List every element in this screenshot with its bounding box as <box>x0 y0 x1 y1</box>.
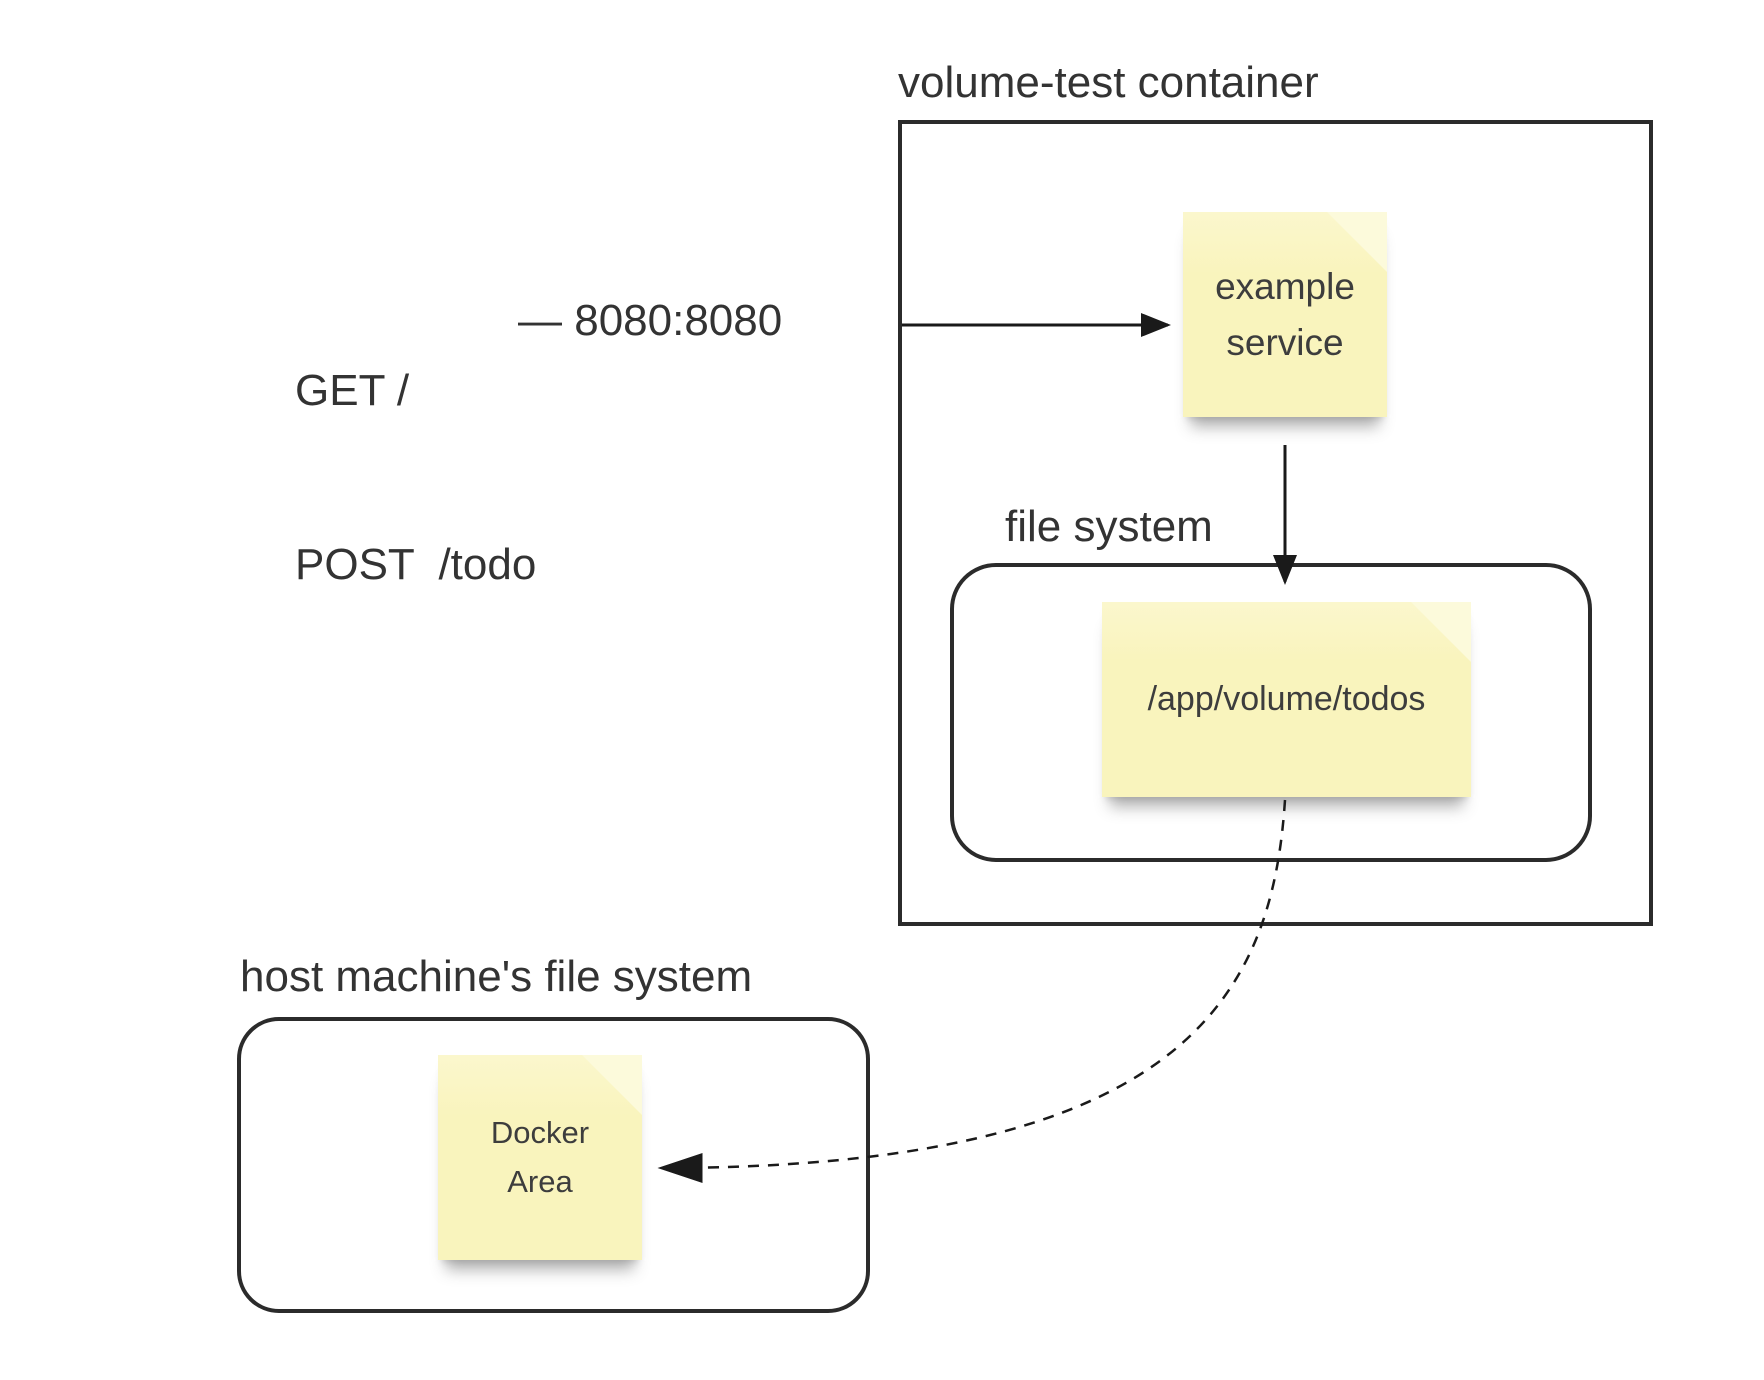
host-file-system-label: host machine's file system <box>240 952 753 1001</box>
service-note: example service <box>1183 212 1387 417</box>
volume-path-note: /app/volume/todos <box>1102 602 1471 797</box>
service-note-label: example service <box>1215 266 1355 363</box>
request-label: GET / POST /todo <box>295 265 536 714</box>
request-label-post: POST /todo <box>295 539 537 589</box>
docker-area-note: Docker Area <box>438 1055 642 1260</box>
container-title: volume-test container <box>898 58 1319 107</box>
port-mapping-label: — 8080:8080 <box>518 296 783 345</box>
docker-area-label: Docker Area <box>490 1115 590 1199</box>
request-label-get: GET / <box>295 366 410 416</box>
volume-path-label: /app/volume/todos <box>1147 680 1426 718</box>
file-system-label: file system <box>1005 502 1213 551</box>
